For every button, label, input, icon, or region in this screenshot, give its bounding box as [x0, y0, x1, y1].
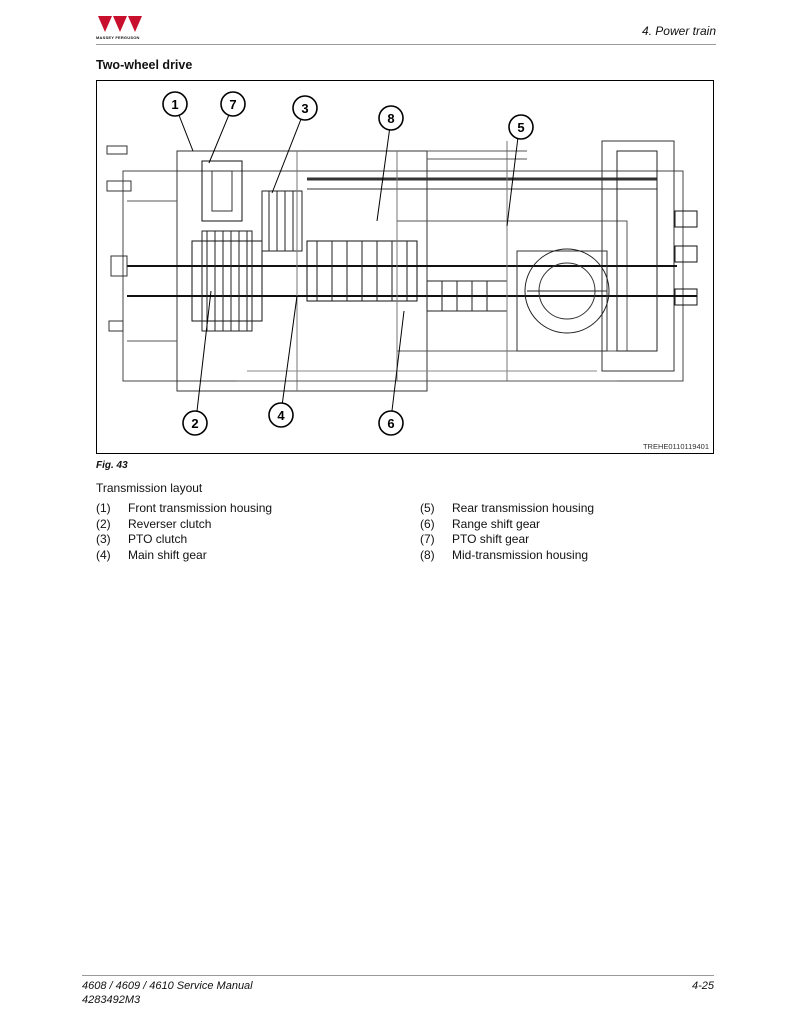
legend-number: (6) [420, 516, 435, 531]
callout-5: 5 [517, 120, 524, 135]
legend-label: PTO clutch [128, 532, 188, 546]
callout-6-circle [378, 410, 404, 436]
triple-triangle-logo-icon [98, 16, 142, 32]
legend-label: Rear transmission housing [452, 501, 595, 515]
figure-number: Fig. 43 [96, 460, 128, 471]
legend-item: (8) Mid-transmission housing [420, 548, 720, 564]
callout-2: 2 [191, 416, 198, 431]
legend-item: (6) Range shift gear [420, 517, 720, 533]
logo-text: MASSEY FERGUSON [96, 35, 140, 40]
legend-left-column: (1) Front transmission housing (2) Rever… [96, 501, 396, 563]
massey-ferguson-logo: MASSEY FERGUSON [96, 14, 148, 42]
legend-item: (5) Rear transmission housing [420, 501, 720, 517]
figure-image-code: TREHE0110119401 [643, 442, 709, 451]
page-number: 4-25 [691, 980, 714, 992]
transmission-figure: 1 2 3 4 5 6 7 8 TREHE0110119401 [96, 80, 714, 454]
legend-number: (2) [96, 516, 111, 531]
callout-4-circle [268, 402, 294, 428]
legend-number: (7) [420, 532, 435, 546]
callout-7-circle [220, 91, 246, 117]
section-title: Two-wheel drive [96, 58, 193, 72]
callout-8-circle [378, 105, 404, 131]
callout-3-circle [292, 95, 318, 121]
figure-caption: Transmission layout [96, 481, 203, 495]
legend-label: Main shift gear [128, 547, 207, 562]
legend-item: (4) Main shift gear [96, 548, 396, 564]
chapter-title: 4. Power train [641, 24, 716, 38]
callout-1-circle [162, 91, 188, 117]
callout-4: 4 [277, 408, 285, 423]
legend-label: Reverser clutch [128, 516, 212, 531]
legend-number: (3) [96, 532, 111, 546]
legend-label: Range shift gear [452, 516, 541, 531]
callout-2-circle [182, 410, 208, 436]
legend-right-column: (5) Rear transmission housing (6) Range … [420, 501, 720, 563]
legend-item: (3) PTO clutch [96, 532, 396, 548]
legend-item: (7) PTO shift gear [420, 532, 720, 548]
manual-title: 4608 / 4609 / 4610 Service Manual [82, 980, 253, 992]
legend-number: (8) [420, 547, 435, 562]
transmission-drawing: 1 2 3 4 5 6 7 8 TREHE0110119401 [106, 91, 709, 451]
legend-item: (2) Reverser clutch [96, 517, 396, 533]
legend-number: (1) [96, 501, 111, 515]
legend-label: Front transmission housing [128, 501, 273, 515]
callout-7: 7 [229, 97, 236, 112]
callout-8: 8 [387, 111, 394, 126]
callout-3: 3 [301, 101, 308, 116]
page-header: MASSEY FERGUSON 4. Power train [96, 14, 716, 45]
part-number: 4283492M3 [82, 994, 141, 1006]
callout-5-circle [508, 114, 534, 140]
legend-number: (5) [420, 501, 435, 515]
callout-1: 1 [171, 97, 178, 112]
callout-6: 6 [387, 416, 394, 431]
legend-item: (1) Front transmission housing [96, 501, 396, 517]
legend-label: PTO shift gear [452, 532, 530, 546]
legend-number: (4) [96, 547, 111, 562]
legend-label: Mid-transmission housing [452, 547, 589, 562]
page-footer: 4608 / 4609 / 4610 Service Manual 428349… [82, 975, 714, 1006]
